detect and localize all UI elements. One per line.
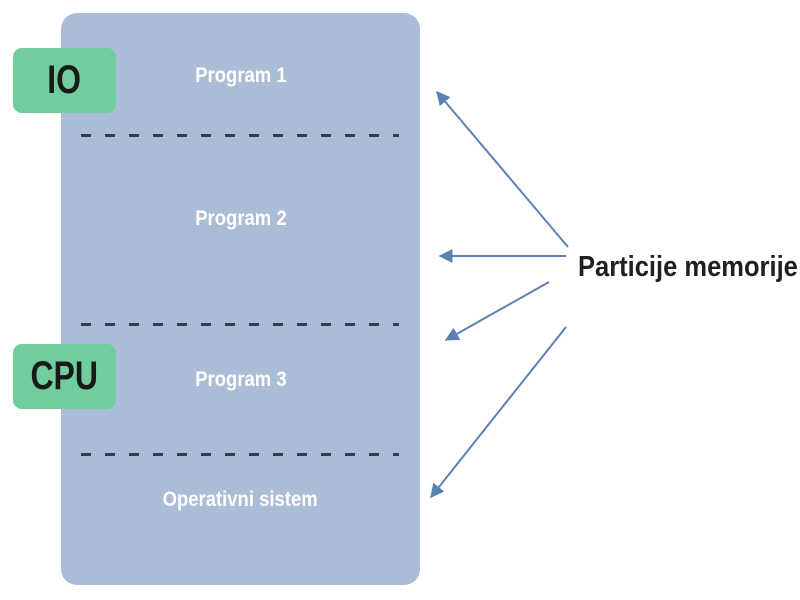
annotation-label-text: Particije memorije xyxy=(578,251,798,283)
arrow-to-program3-icon xyxy=(444,281,550,341)
memory-box: Program 1 Program 2 Program 3 Operativni… xyxy=(61,13,420,585)
cpu-badge: CPU xyxy=(13,344,116,409)
memory-section-program3: Program 3 xyxy=(61,367,420,393)
io-badge-label: IO xyxy=(47,58,82,102)
io-badge: IO xyxy=(13,48,116,113)
arrow-to-program1-icon xyxy=(436,90,569,248)
cpu-badge-label: CPU xyxy=(30,354,99,398)
memory-section-program1: Program 1 xyxy=(61,63,420,89)
memory-section-program2: Program 2 xyxy=(61,206,420,232)
memory-section-operating-system-label: Operativni sistem xyxy=(162,488,319,511)
annotation-label: Particije memorije xyxy=(578,250,800,284)
memory-section-program1-label: Program 1 xyxy=(194,64,287,87)
partition-divider-1 xyxy=(81,134,399,137)
memory-section-program3-label: Program 3 xyxy=(194,368,287,391)
memory-section-program2-label: Program 2 xyxy=(194,207,287,230)
partition-divider-3 xyxy=(81,453,399,456)
arrow-to-operating-system-icon xyxy=(430,326,567,499)
memory-section-operating-system: Operativni sistem xyxy=(61,487,420,513)
partition-divider-2 xyxy=(81,323,399,326)
